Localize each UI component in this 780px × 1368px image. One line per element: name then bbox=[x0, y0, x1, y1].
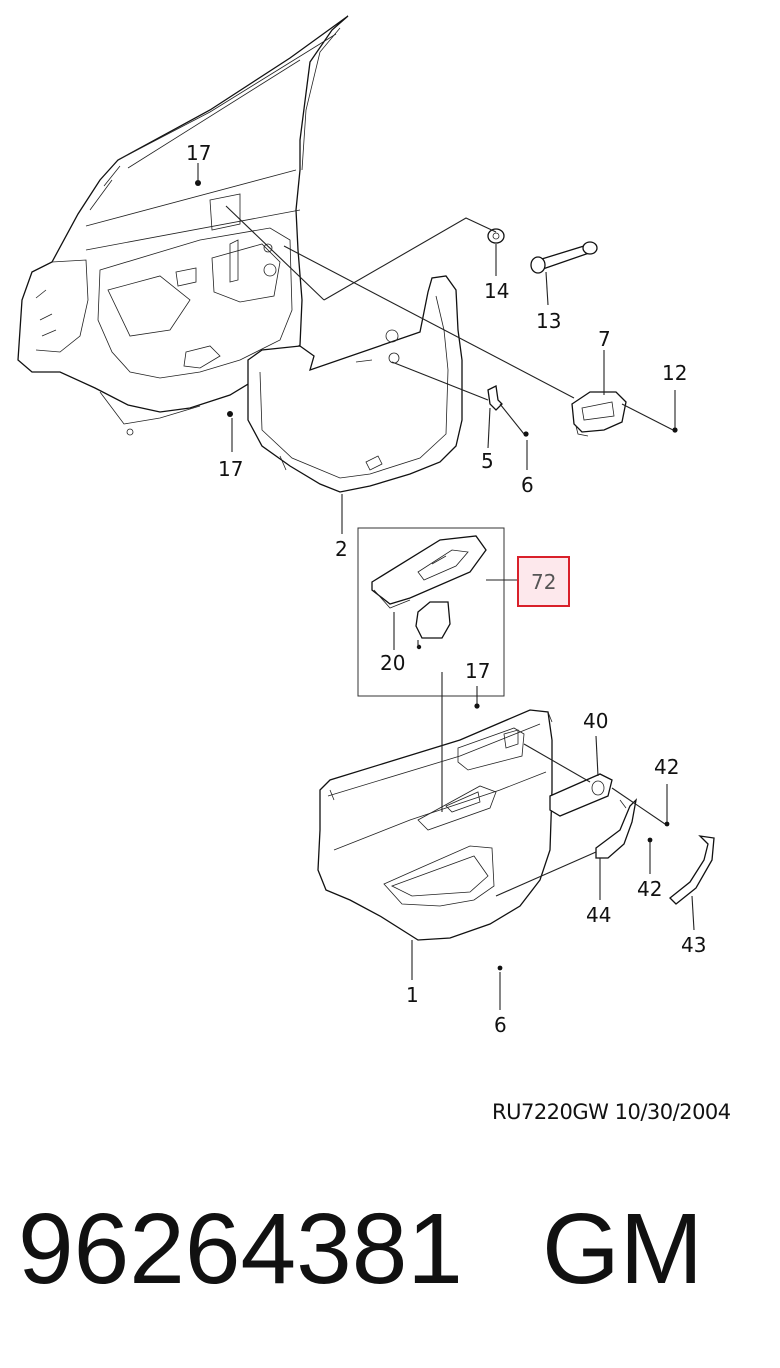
callout-20: 20 bbox=[380, 651, 405, 675]
callout-40: 40 bbox=[583, 709, 608, 733]
callout-14: 14 bbox=[484, 279, 509, 303]
callout-5: 5 bbox=[481, 449, 494, 473]
water-shield-drawing bbox=[247, 275, 463, 493]
brand-label: GM bbox=[542, 1193, 704, 1305]
grip-bracket-44 bbox=[595, 798, 638, 859]
callout-43: 43 bbox=[681, 933, 706, 957]
door-frame-drawing bbox=[17, 15, 349, 436]
callout-1: 1 bbox=[406, 983, 419, 1007]
lock-rod-13 bbox=[530, 241, 598, 274]
callout-44: 44 bbox=[586, 903, 611, 927]
callout-13: 13 bbox=[536, 309, 561, 333]
door-trim-panel-drawing bbox=[317, 703, 553, 941]
bracket-5 bbox=[487, 385, 503, 411]
callout-42-lower: 42 bbox=[637, 877, 662, 901]
highlight-box bbox=[517, 556, 570, 607]
callout-12: 12 bbox=[662, 361, 687, 385]
part-number: 96264381 bbox=[18, 1193, 463, 1305]
inner-handle-7 bbox=[571, 391, 627, 437]
callout-7: 7 bbox=[598, 327, 611, 351]
pull-handle-43 bbox=[669, 835, 715, 905]
drawing-code: RU7220GW 10/30/2004 bbox=[492, 1100, 731, 1124]
callout-17-left: 17 bbox=[218, 457, 243, 481]
trim-ring-14 bbox=[487, 228, 505, 244]
callout-6-upper: 6 bbox=[521, 473, 534, 497]
callout-17-top: 17 bbox=[186, 141, 211, 165]
window-switch-group bbox=[357, 527, 505, 697]
callout-42-upper: 42 bbox=[654, 755, 679, 779]
callout-17-mid: 17 bbox=[465, 659, 490, 683]
callout-6-lower: 6 bbox=[494, 1013, 507, 1037]
escutcheon-40 bbox=[549, 773, 613, 817]
callout-2: 2 bbox=[335, 537, 348, 561]
leader-lines bbox=[197, 163, 695, 1010]
callout-72[interactable]: 72 bbox=[531, 570, 556, 594]
